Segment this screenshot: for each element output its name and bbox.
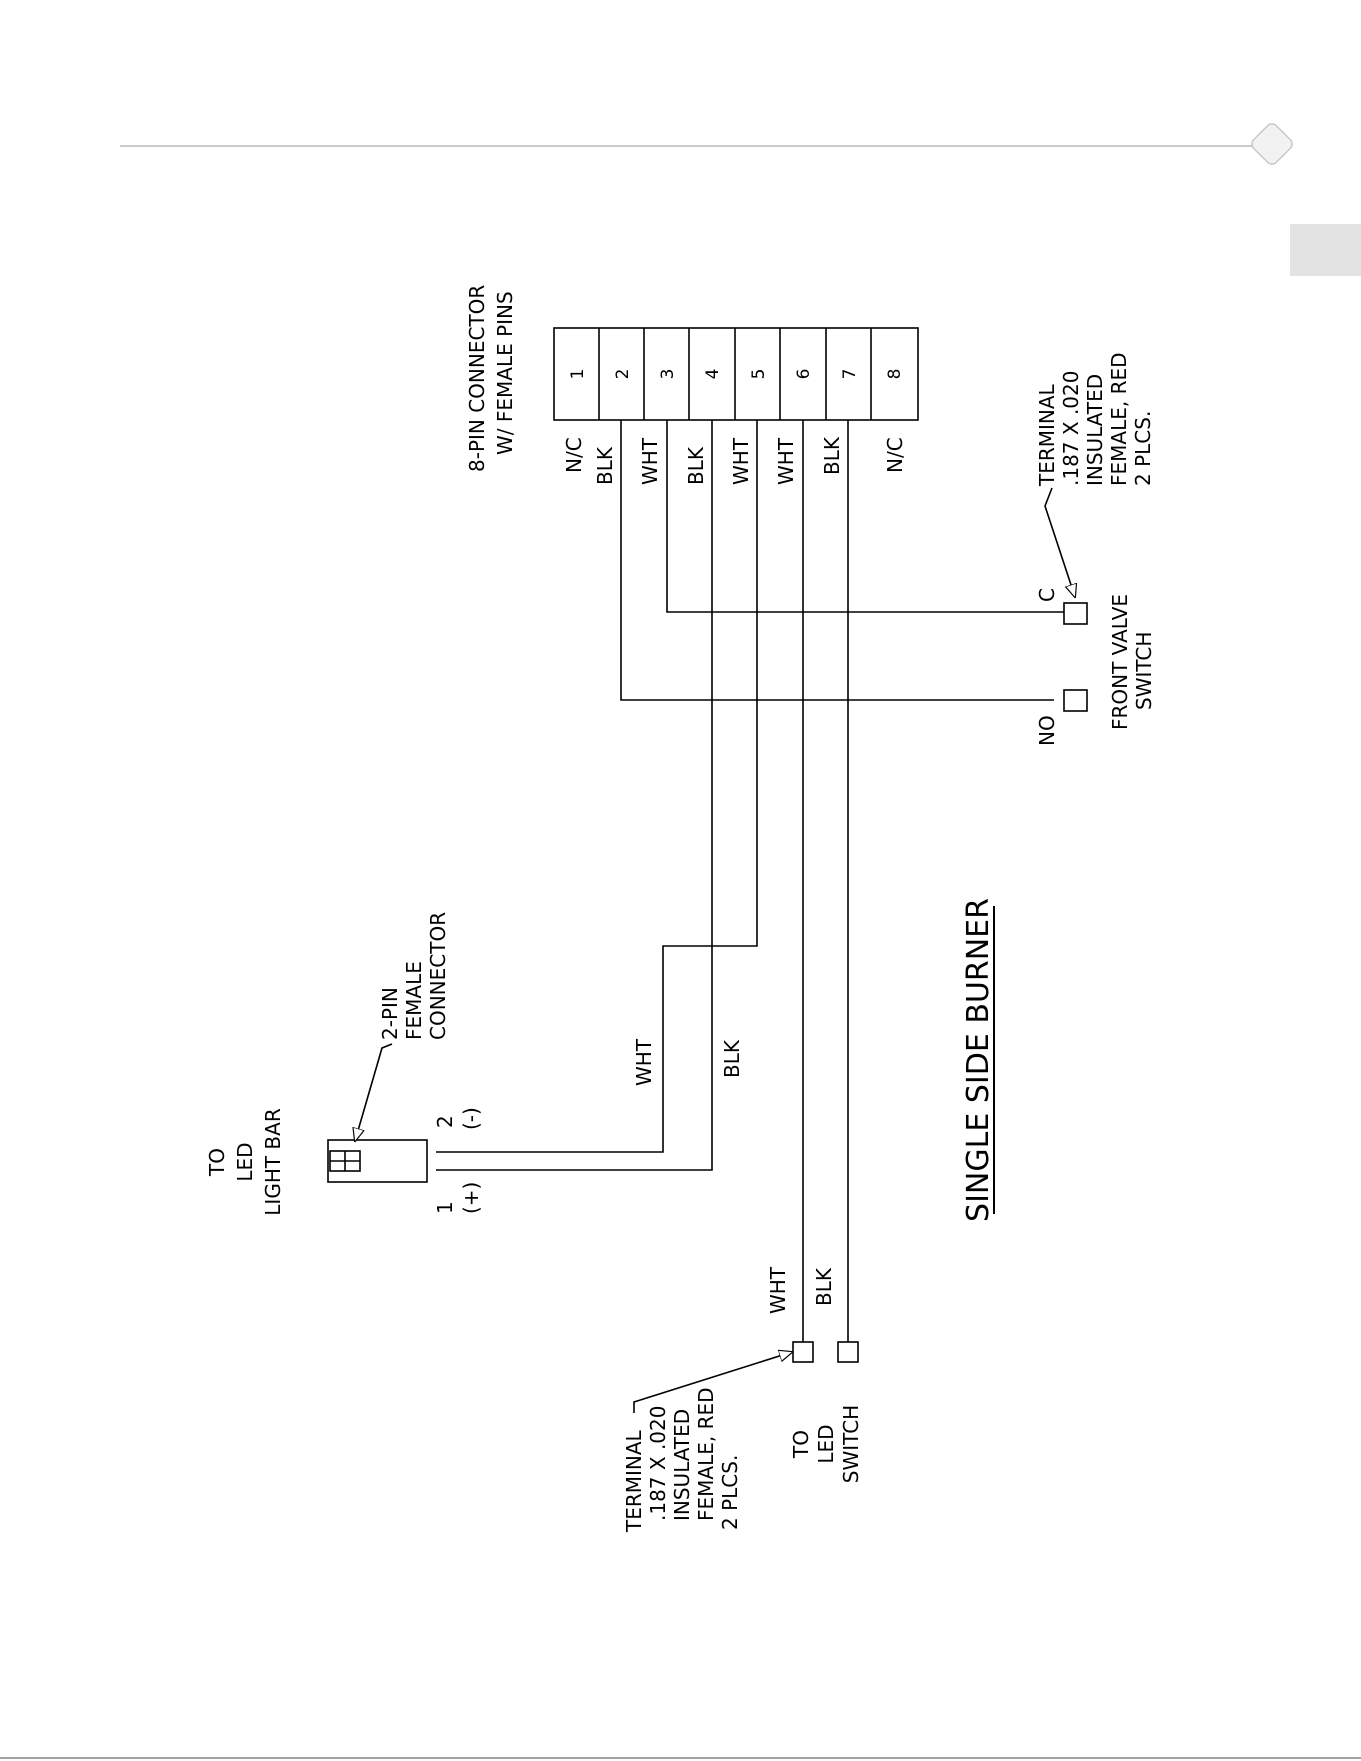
svg-text:SWITCH: SWITCH xyxy=(839,1405,863,1483)
led-switch-wht-label: WHT xyxy=(766,1266,790,1314)
wire-color-labels: N/C BLK WHT BLK WHT WHT BLK N/C xyxy=(562,436,907,485)
svg-text:INSULATED: INSULATED xyxy=(670,1409,694,1521)
pin-number: 4 xyxy=(703,369,723,380)
wire-label: N/C xyxy=(883,437,907,473)
connector-2pin-leader xyxy=(355,1043,393,1141)
svg-text:CONNECTOR: CONNECTOR xyxy=(426,912,450,1040)
wire-label: N/C xyxy=(562,437,586,473)
page-tab xyxy=(1290,224,1361,276)
wire-label: WHT xyxy=(638,437,662,485)
wire-label: WHT xyxy=(729,437,753,485)
svg-text:FEMALE: FEMALE xyxy=(402,961,426,1040)
connector-8pin xyxy=(553,327,919,421)
wire-pin5 xyxy=(436,420,758,1153)
svg-text:TERMINAL: TERMINAL xyxy=(622,1429,646,1533)
corner-diamond xyxy=(1251,123,1293,165)
svg-text:2-PIN: 2-PIN xyxy=(378,987,402,1040)
svg-text:FEMALE, RED: FEMALE, RED xyxy=(1107,352,1131,486)
connector-8pin-label: W/ FEMALE PINS xyxy=(493,291,517,455)
light-bar-label: TO LED LIGHT BAR xyxy=(205,1108,285,1216)
wire-label: BLK xyxy=(684,446,708,485)
switch-c-label: C xyxy=(1035,588,1059,602)
svg-text:INSULATED: INSULATED xyxy=(1083,374,1107,486)
pin-number: 7 xyxy=(840,369,860,380)
led-switch-blk-label: BLK xyxy=(812,1267,836,1306)
svg-text:.187 X .020: .187 X .020 xyxy=(646,1406,670,1521)
pin-number: 2 xyxy=(613,369,633,380)
wire-pin4 xyxy=(436,420,713,1171)
connector-8pin-label: 8-PIN CONNECTOR xyxy=(465,285,489,472)
led-switch-terminal xyxy=(792,1341,814,1363)
wire-label: BLK xyxy=(820,436,844,475)
svg-text:.187 X .020: .187 X .020 xyxy=(1059,371,1083,486)
terminal-right-label: TERMINAL .187 X .020 INSULATED FEMALE, R… xyxy=(1035,352,1155,487)
svg-text:FEMALE, RED: FEMALE, RED xyxy=(694,1387,718,1521)
pin-number: 3 xyxy=(658,369,678,380)
wire-label: WHT xyxy=(774,437,798,485)
pin-number: 1 xyxy=(568,369,588,380)
front-valve-switch-label: FRONT VALVE xyxy=(1108,594,1132,730)
terminal-left-leader xyxy=(633,1352,792,1413)
front-valve-switch-label: SWITCH xyxy=(1132,632,1156,710)
pin-number: 5 xyxy=(749,369,769,380)
switch-terminal-no xyxy=(1063,689,1088,712)
svg-text:LED: LED xyxy=(233,1142,257,1181)
svg-text:TERMINAL: TERMINAL xyxy=(1035,383,1059,487)
connector-8pin-pins: 1 2 3 4 5 6 7 8 xyxy=(568,369,905,380)
led-switch-terminal xyxy=(837,1341,859,1363)
wire-pin3 xyxy=(666,420,1064,613)
svg-text:2 PLCS.: 2 PLCS. xyxy=(718,1455,742,1530)
svg-text:TO: TO xyxy=(205,1148,229,1177)
wire-label: BLK xyxy=(593,446,617,485)
pin-number: 6 xyxy=(794,369,814,380)
pin2-number: 2 xyxy=(433,1115,457,1128)
svg-text:LIGHT BAR: LIGHT BAR xyxy=(261,1108,285,1216)
wire-pin2 xyxy=(620,420,1054,701)
switch-no-label: NO xyxy=(1035,715,1059,746)
switch-terminal-c xyxy=(1063,602,1088,625)
terminal-right-leader xyxy=(1044,487,1075,597)
connector-2pin-label: 2-PIN FEMALE CONNECTOR xyxy=(378,912,450,1040)
svg-text:TO: TO xyxy=(789,1430,813,1459)
pin1-sign: (+) xyxy=(459,1182,483,1214)
light-bar-blk-label: BLK xyxy=(720,1039,744,1078)
wires xyxy=(436,420,1064,1342)
diagram-title: SINGLE SIDE BURNER xyxy=(961,898,996,1222)
connector-2pin xyxy=(327,1139,428,1183)
pin2-sign: (-) xyxy=(459,1107,483,1130)
pin1-number: 1 xyxy=(433,1201,457,1214)
light-bar-wht-label: WHT xyxy=(632,1038,656,1086)
led-switch-label: TO LED SWITCH xyxy=(789,1405,863,1483)
terminal-left-label: TERMINAL .187 X .020 INSULATED FEMALE, R… xyxy=(622,1387,742,1533)
svg-text:LED: LED xyxy=(814,1424,838,1463)
svg-text:2 PLCS.: 2 PLCS. xyxy=(1131,411,1155,486)
pin-number: 8 xyxy=(885,369,905,380)
